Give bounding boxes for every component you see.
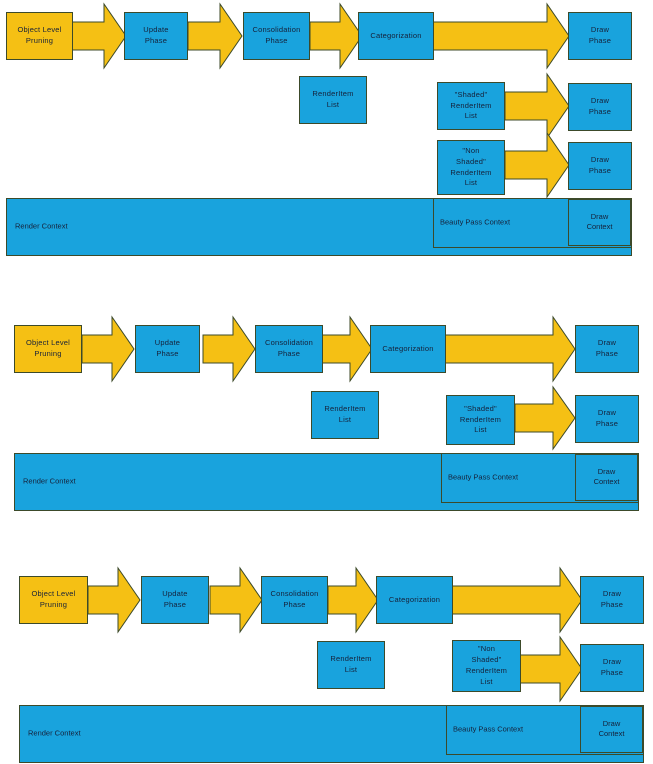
arrow-categorization-to-draw (444, 315, 576, 383)
context-draw-context[interactable]: Draw Context (580, 706, 643, 753)
node-draw-phase-main[interactable]: Draw Phase (568, 12, 632, 60)
context-draw-context[interactable]: Draw Context (568, 199, 631, 246)
node-label: "Non Shaded" RenderItem List (465, 644, 508, 686)
node-label: Draw Phase (600, 589, 624, 609)
arrow-categorization-to-draw (451, 566, 583, 634)
node-draw-phase-non-shaded[interactable]: Draw Phase (568, 142, 632, 190)
node-renderitem-list[interactable]: RenderItem List (311, 391, 379, 439)
node-object-level-pruning[interactable]: Object Level Pruning (19, 576, 88, 624)
arrow-shaded-list-to-draw (504, 72, 570, 140)
arrow-pruning-to-update (71, 2, 127, 70)
arrow-pruning-to-update (81, 315, 135, 383)
node-label: Draw Phase (595, 408, 619, 428)
context-label: Beauty Pass Context (453, 724, 524, 734)
node-label: Categorization (370, 30, 422, 40)
node-object-level-pruning[interactable]: Object Level Pruning (6, 12, 73, 60)
node-draw-phase-shaded[interactable]: Draw Phase (575, 395, 639, 443)
node-categorization[interactable]: Categorization (376, 576, 453, 624)
arrow-pruning-to-update (87, 566, 141, 634)
node-label: Update Phase (143, 25, 169, 45)
node-label: Consolidation Phase (270, 589, 319, 609)
node-label: Draw Phase (588, 96, 612, 116)
arrow-consolidation-to-categorization (321, 315, 373, 383)
node-label: Update Phase (154, 338, 181, 358)
node-shaded-renderitem-list[interactable]: "Shaded" RenderItem List (437, 82, 505, 130)
context-label: Render Context (23, 476, 76, 486)
context-label: Draw Context (586, 211, 613, 232)
diagram-shaded-branch: Object Level Pruning Update Phase Consol… (0, 315, 653, 515)
node-draw-phase-non-shaded[interactable]: Draw Phase (580, 644, 644, 692)
arrow-non-shaded-list-to-draw (519, 635, 583, 703)
node-label: RenderItem List (324, 404, 366, 424)
node-label: Consolidation Phase (252, 25, 301, 45)
diagram-full-pipeline: Object Level Pruning Update Phase Consol… (0, 0, 653, 270)
context-label: Draw Context (593, 466, 620, 487)
context-label: Render Context (15, 221, 68, 231)
node-object-level-pruning[interactable]: Object Level Pruning (14, 325, 82, 373)
node-label: Categorization (388, 594, 441, 604)
node-label: Object Level Pruning (25, 338, 71, 358)
arrow-non-shaded-list-to-draw (504, 131, 570, 199)
node-label: Object Level Pruning (31, 589, 76, 609)
node-label: "Shaded" RenderItem List (459, 403, 502, 435)
node-label: RenderItem List (312, 89, 354, 109)
node-consolidation-phase[interactable]: Consolidation Phase (243, 12, 310, 60)
node-label: "Non Shaded" RenderItem List (450, 145, 492, 188)
context-label: Beauty Pass Context (440, 217, 511, 227)
arrow-consolidation-to-categorization (309, 2, 363, 70)
arrow-categorization-to-draw (432, 2, 570, 70)
diagram-non-shaded-branch: Object Level Pruning Update Phase Consol… (0, 565, 653, 764)
context-label: Draw Context (598, 718, 625, 739)
node-non-shaded-renderitem-list[interactable]: "Non Shaded" RenderItem List (437, 140, 505, 195)
context-label: Render Context (28, 728, 81, 738)
node-categorization[interactable]: Categorization (358, 12, 434, 60)
node-consolidation-phase[interactable]: Consolidation Phase (255, 325, 323, 373)
node-label: Draw Phase (588, 155, 612, 175)
arrow-update-to-consolidation (187, 2, 243, 70)
node-update-phase[interactable]: Update Phase (124, 12, 188, 60)
node-label: Draw Phase (595, 338, 619, 358)
node-label: Object Level Pruning (17, 25, 62, 45)
node-shaded-renderitem-list[interactable]: "Shaded" RenderItem List (446, 395, 515, 445)
node-non-shaded-renderitem-list[interactable]: "Non Shaded" RenderItem List (452, 640, 521, 692)
arrow-consolidation-to-categorization (327, 566, 379, 634)
context-draw-context[interactable]: Draw Context (575, 454, 638, 501)
node-label: "Shaded" RenderItem List (450, 89, 492, 121)
node-update-phase[interactable]: Update Phase (141, 576, 209, 624)
node-label: Draw Phase (600, 657, 624, 677)
node-update-phase[interactable]: Update Phase (135, 325, 200, 373)
node-draw-phase-shaded[interactable]: Draw Phase (568, 83, 632, 131)
node-label: RenderItem List (330, 654, 372, 674)
node-label: Update Phase (162, 589, 188, 609)
node-label: Consolidation Phase (264, 338, 314, 358)
node-label: Draw Phase (588, 25, 612, 45)
node-draw-phase-main[interactable]: Draw Phase (580, 576, 644, 624)
arrow-update-to-consolidation (209, 566, 263, 634)
node-categorization[interactable]: Categorization (370, 325, 446, 373)
node-draw-phase-main[interactable]: Draw Phase (575, 325, 639, 373)
node-consolidation-phase[interactable]: Consolidation Phase (261, 576, 328, 624)
node-renderitem-list[interactable]: RenderItem List (317, 641, 385, 689)
arrow-update-to-consolidation (202, 315, 256, 383)
arrow-shaded-list-to-draw (514, 385, 576, 451)
node-renderitem-list[interactable]: RenderItem List (299, 76, 367, 124)
context-label: Beauty Pass Context (448, 472, 519, 482)
node-label: Categorization (382, 343, 434, 353)
